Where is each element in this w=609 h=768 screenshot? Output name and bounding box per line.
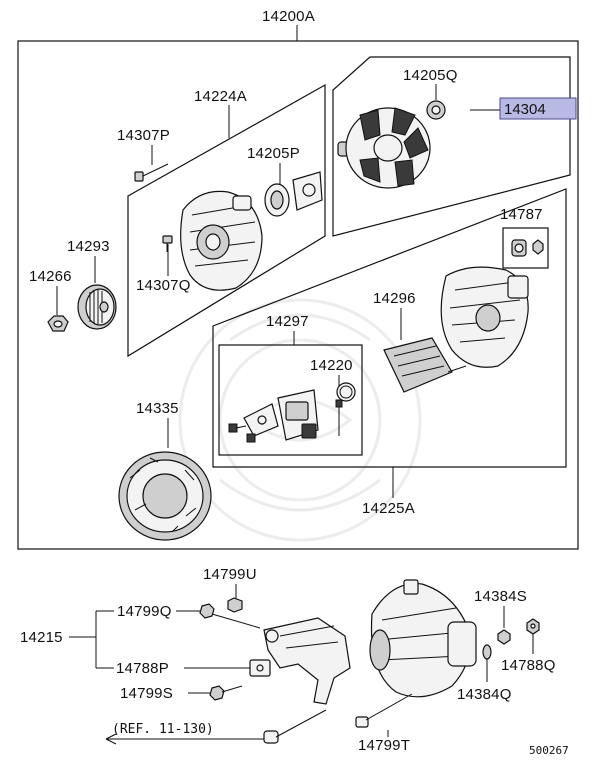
assembly-box — [17, 40, 579, 550]
bolt-q-part[interactable] — [199, 603, 261, 629]
ref-note[interactable]: (REF. 11-130) — [112, 722, 214, 737]
through-bolt-part[interactable] — [263, 709, 327, 744]
rear-cover-kit-box — [502, 227, 549, 269]
label-bolt-top[interactable]: 14799U — [203, 566, 257, 583]
label-washer-q[interactable]: 14788Q — [501, 657, 556, 674]
screw-part[interactable] — [162, 235, 173, 252]
alternator-body-part[interactable] — [369, 579, 477, 698]
watermark-emblem — [178, 298, 422, 542]
stator-part[interactable] — [118, 451, 212, 541]
bolt-s-part[interactable] — [209, 685, 243, 701]
label-rectifier[interactable]: 14296 — [373, 290, 416, 307]
label-nut[interactable]: 14266 — [29, 268, 72, 285]
nut-q-part[interactable] — [482, 644, 492, 660]
label-bolt-a[interactable]: 14307P — [117, 127, 170, 144]
rear-bracket-part[interactable] — [440, 266, 529, 368]
bolt-t-part[interactable] — [355, 693, 413, 728]
front-bracket-part[interactable] — [180, 190, 263, 291]
label-rotor-group[interactable]: 14205Q — [403, 67, 458, 84]
washer-q-part[interactable] — [526, 618, 540, 635]
front-bracket-box — [127, 83, 326, 358]
rotor-part[interactable] — [337, 107, 431, 189]
regulator-part[interactable] — [228, 389, 319, 443]
label-front-bracket[interactable]: 14224A — [194, 88, 247, 105]
label-regulator[interactable]: 14297 — [266, 313, 309, 330]
pulley-part[interactable] — [77, 284, 117, 330]
spacer-part[interactable] — [249, 659, 271, 677]
label-highlight-part[interactable]: 14304 — [504, 101, 546, 118]
label-bolt-t[interactable]: 14799T — [358, 737, 410, 754]
nut-part[interactable] — [47, 315, 69, 332]
label-nut-s[interactable]: 14384S — [474, 588, 527, 605]
brush-part[interactable] — [335, 382, 356, 436]
diagram-code: 500267 — [529, 744, 569, 757]
label-rear-cover-kit[interactable]: 14787 — [500, 206, 543, 223]
rear-cover-kit-part[interactable] — [511, 239, 544, 257]
regulator-box — [218, 344, 363, 456]
mount-bracket-part[interactable] — [263, 617, 351, 705]
label-pulley[interactable]: 14293 — [67, 238, 110, 255]
label-rear-bracket[interactable]: 14225A — [362, 500, 415, 517]
label-bolt-s[interactable]: 14799S — [120, 685, 173, 702]
label-screw[interactable]: 14307Q — [136, 277, 191, 294]
bolt-a-part[interactable] — [134, 163, 169, 182]
rotor-bearing-part[interactable] — [426, 100, 446, 120]
bolt-top-part[interactable] — [227, 597, 243, 613]
label-assembly[interactable]: 14200A — [262, 8, 315, 25]
rotor-box — [332, 56, 571, 237]
label-stator[interactable]: 14335 — [136, 400, 179, 417]
rear-bracket-box — [212, 188, 567, 468]
label-bearing-front[interactable]: 14205P — [247, 145, 300, 162]
label-nut-q[interactable]: 14384Q — [457, 686, 512, 703]
nut-s-part[interactable] — [497, 629, 511, 645]
label-brush[interactable]: 14220 — [310, 357, 353, 374]
label-bracket[interactable]: 14215 — [20, 629, 63, 646]
bearing-front-part[interactable] — [264, 171, 323, 217]
rectifier-part[interactable] — [383, 337, 467, 393]
label-spacer[interactable]: 14788P — [116, 660, 169, 677]
highlight-part-box — [499, 97, 577, 120]
label-bolt-q[interactable]: 14799Q — [117, 603, 172, 620]
